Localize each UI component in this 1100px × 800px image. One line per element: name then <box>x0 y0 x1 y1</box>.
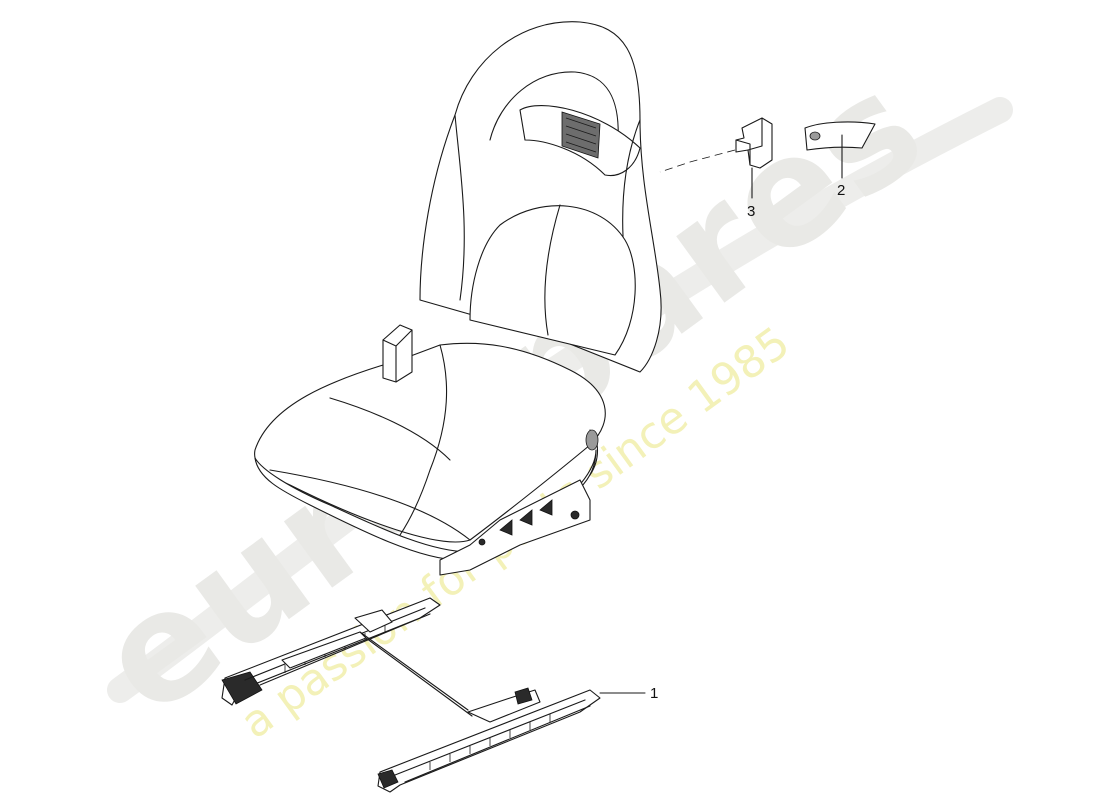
callout-3-label: 3 <box>747 203 755 220</box>
callout-1-label: 1 <box>650 685 658 702</box>
callout-2-label: 2 <box>837 182 845 199</box>
part-1-seat-rails <box>221 597 601 793</box>
part-3-guide <box>659 117 773 173</box>
callout-2: 2 <box>837 134 845 199</box>
part-2-badge <box>804 121 876 151</box>
seat-illustration <box>254 21 662 576</box>
callout-3: 3 <box>747 167 755 220</box>
callout-1: 1 <box>599 685 658 702</box>
